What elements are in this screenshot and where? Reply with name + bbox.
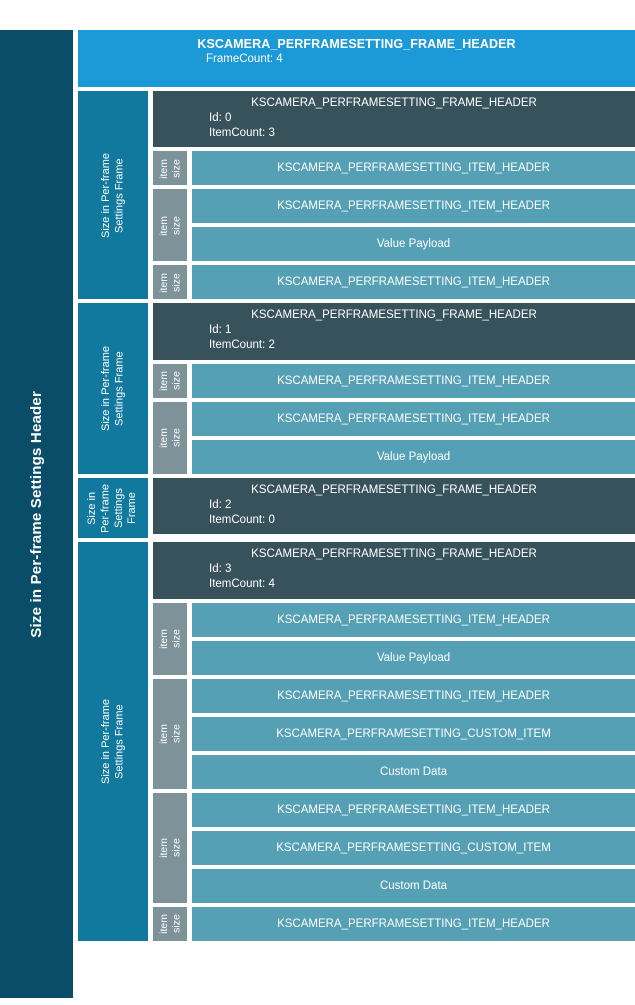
item-row: KSCAMERA_PERFRAMESETTING_ITEM_HEADER	[192, 363, 635, 398]
item-group: item size KSCAMERA_PERFRAMESETTING_ITEM_H…	[153, 906, 635, 941]
frame-size-rail-label: Size in Per-frame Settings Frame	[99, 152, 125, 238]
frame-body: KSCAMERA_PERFRAMESETTING_FRAME_HEADER Id:…	[153, 91, 635, 300]
item-group: item size KSCAMERA_PERFRAMESETTING_ITEM_H…	[153, 792, 635, 903]
item-size-rail-label: item size	[157, 913, 182, 934]
item-row: KSCAMERA_PERFRAMESETTING_ITEM_HEADER	[192, 906, 635, 941]
item-row: KSCAMERA_PERFRAMESETTING_CUSTOM_ITEM	[192, 716, 635, 751]
frame-header-meta: Id: 2 ItemCount: 0	[209, 498, 275, 526]
item-group: item size KSCAMERA_PERFRAMESETTING_ITEM_H…	[153, 151, 635, 186]
frames-column: KSCAMERA_PERFRAMESETTING_FRAME_HEADER Fr…	[78, 30, 635, 1000]
item-group: item size KSCAMERA_PERFRAMESETTING_ITEM_H…	[153, 678, 635, 789]
frame-size-rail: Size in Per-frame Settings Frame	[78, 303, 148, 474]
frame-body: KSCAMERA_PERFRAMESETTING_FRAME_HEADER Id:…	[153, 477, 635, 538]
frame-header-title: KSCAMERA_PERFRAMESETTING_FRAME_HEADER	[251, 548, 537, 561]
item-rows: KSCAMERA_PERFRAMESETTING_ITEM_HEADER	[192, 265, 635, 300]
frame-header-root-title: KSCAMERA_PERFRAMESETTING_FRAME_HEADER	[197, 37, 516, 51]
frame-body: KSCAMERA_PERFRAMESETTING_FRAME_HEADER Id:…	[153, 542, 635, 941]
item-size-rail-label: item size	[157, 272, 182, 293]
item-group: item size KSCAMERA_PERFRAMESETTING_ITEM_H…	[153, 265, 635, 300]
item-row: KSCAMERA_PERFRAMESETTING_ITEM_HEADER	[192, 678, 635, 713]
item-size-rail-label: item size	[157, 158, 182, 179]
item-row: KSCAMERA_PERFRAMESETTING_ITEM_HEADER	[192, 265, 635, 300]
frame-size-rail-label: Size in Per-frame Settings Frame	[99, 346, 125, 432]
item-size-rail: item size	[153, 602, 187, 675]
frame-size-rail: Size in Per-frame Settings Frame	[78, 477, 148, 539]
item-size-rail: item size	[153, 401, 187, 474]
item-row: Custom Data	[192, 868, 635, 903]
item-group: item size KSCAMERA_PERFRAMESETTING_ITEM_H…	[153, 602, 635, 675]
frame-header: KSCAMERA_PERFRAMESETTING_FRAME_HEADER Id:…	[153, 477, 635, 535]
item-size-rail: item size	[153, 363, 187, 398]
outer-size-header-rail: Size in Per-frame Settings Header	[0, 30, 73, 998]
frame-header-root-framecount: FrameCount: 4	[206, 53, 283, 65]
item-size-rail-label: item size	[157, 370, 182, 391]
item-size-rail-label: item size	[157, 427, 182, 448]
item-size-rail-label: item size	[157, 837, 182, 858]
frame-size-rail-label: Size in Per-frame Settings Frame	[99, 699, 125, 785]
frame-size-rail: Size in Per-frame Settings Frame	[78, 91, 148, 300]
item-size-rail: item size	[153, 189, 187, 262]
item-row: KSCAMERA_PERFRAMESETTING_ITEM_HEADER	[192, 602, 635, 637]
item-row: KSCAMERA_PERFRAMESETTING_ITEM_HEADER	[192, 401, 635, 436]
frame-header: KSCAMERA_PERFRAMESETTING_FRAME_HEADER Id:…	[153, 542, 635, 599]
frame-header-title: KSCAMERA_PERFRAMESETTING_FRAME_HEADER	[251, 97, 537, 109]
item-row: KSCAMERA_PERFRAMESETTING_CUSTOM_ITEM	[192, 830, 635, 865]
frame-size-rail: Size in Per-frame Settings Frame	[78, 542, 148, 941]
item-row: KSCAMERA_PERFRAMESETTING_ITEM_HEADER	[192, 792, 635, 827]
item-size-rail-label: item size	[157, 628, 182, 649]
item-row: Value Payload	[192, 640, 635, 675]
item-group: item size KSCAMERA_PERFRAMESETTING_ITEM_H…	[153, 401, 635, 474]
outer-size-header-rail-label: Size in Per-frame Settings Header	[28, 390, 45, 638]
item-row: Custom Data	[192, 754, 635, 789]
item-size-rail: item size	[153, 265, 187, 300]
frame-header-title: KSCAMERA_PERFRAMESETTING_FRAME_HEADER	[251, 483, 537, 496]
item-size-rail-label: item size	[157, 215, 182, 236]
frame-header: KSCAMERA_PERFRAMESETTING_FRAME_HEADER Id:…	[153, 91, 635, 148]
item-rows: KSCAMERA_PERFRAMESETTING_ITEM_HEADER	[192, 906, 635, 941]
frame-size-rail-label: Size in Per-frame Settings Frame	[86, 483, 139, 533]
item-size-rail-label: item size	[157, 723, 182, 744]
frame-header-meta: Id: 1 ItemCount: 2	[209, 324, 275, 352]
item-row: KSCAMERA_PERFRAMESETTING_ITEM_HEADER	[192, 151, 635, 186]
frame-header-meta: Id: 3 ItemCount: 4	[209, 563, 275, 591]
item-rows: KSCAMERA_PERFRAMESETTING_ITEM_HEADER	[192, 151, 635, 186]
frame-header: KSCAMERA_PERFRAMESETTING_FRAME_HEADER Id:…	[153, 303, 635, 360]
item-size-rail: item size	[153, 678, 187, 789]
item-size-rail: item size	[153, 906, 187, 941]
item-size-rail: item size	[153, 792, 187, 903]
frame-header-root: KSCAMERA_PERFRAMESETTING_FRAME_HEADER Fr…	[78, 30, 635, 87]
item-row: KSCAMERA_PERFRAMESETTING_ITEM_HEADER	[192, 189, 635, 224]
item-row: Value Payload	[192, 439, 635, 474]
item-size-rail: item size	[153, 151, 187, 186]
frame-body: KSCAMERA_PERFRAMESETTING_FRAME_HEADER Id:…	[153, 303, 635, 474]
frame-block: Size in Per-frame Settings Frame KSCAMERA…	[78, 477, 635, 539]
item-group: item size KSCAMERA_PERFRAMESETTING_ITEM_H…	[153, 363, 635, 398]
item-row: Value Payload	[192, 227, 635, 262]
item-group: item size KSCAMERA_PERFRAMESETTING_ITEM_H…	[153, 189, 635, 262]
item-rows: KSCAMERA_PERFRAMESETTING_ITEM_HEADER	[192, 363, 635, 398]
frame-header-meta: Id: 0 ItemCount: 3	[209, 112, 275, 139]
frame-header-title: KSCAMERA_PERFRAMESETTING_FRAME_HEADER	[251, 309, 537, 322]
